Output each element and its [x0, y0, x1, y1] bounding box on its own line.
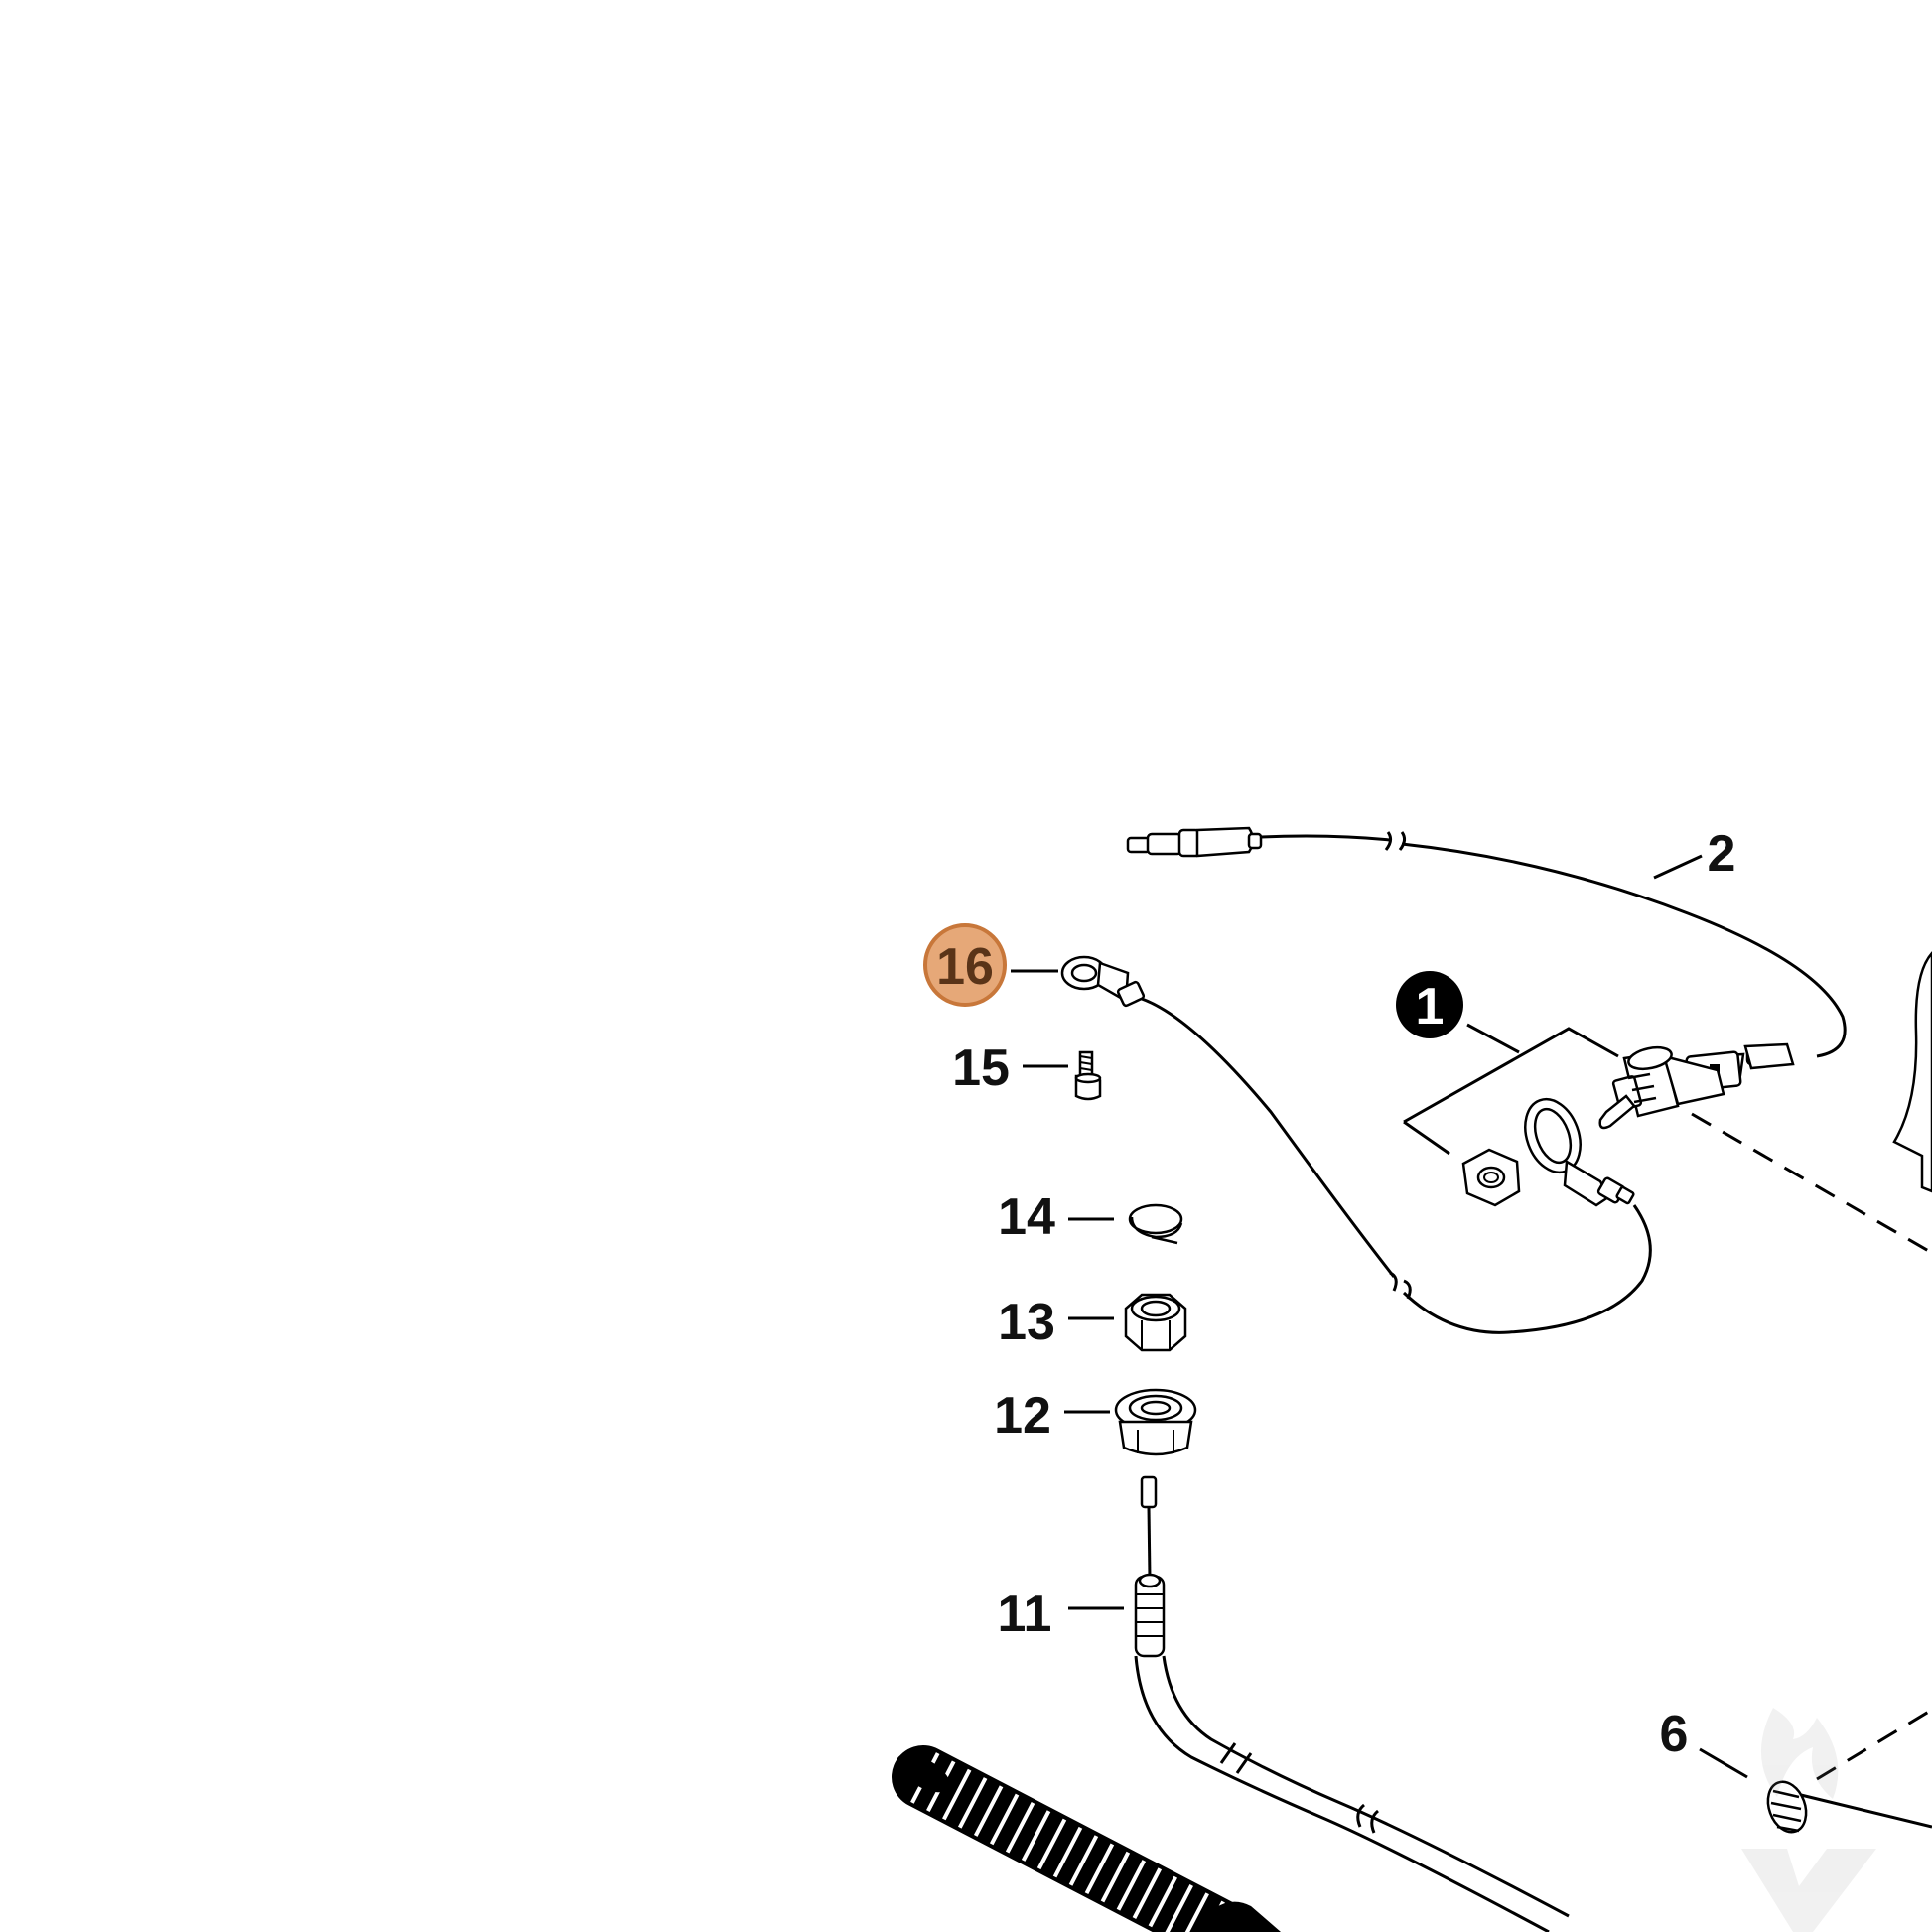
watermark-logo: [1741, 1708, 1876, 1932]
callout-1-label: 1: [1416, 978, 1445, 1035]
part-2-wire-assembly: [1126, 826, 1847, 1092]
callout-16[interactable]: 16: [923, 923, 1007, 1007]
callout-6-label[interactable]: 6: [1660, 1706, 1689, 1763]
callout-14-label[interactable]: 14: [998, 1188, 1055, 1246]
part-11-cable: [1134, 1475, 1570, 1932]
housing-fragment: [1892, 951, 1932, 1193]
callout-13-label[interactable]: 13: [998, 1294, 1055, 1351]
part-15-screw: [1074, 1050, 1102, 1101]
callout-11-label[interactable]: 11: [998, 1586, 1052, 1643]
part-13-hex-nut: [1124, 1293, 1187, 1352]
part-12-flange-nut: [1114, 1388, 1197, 1456]
part-16-ring-terminal: [1060, 955, 1146, 1008]
callout-2-label[interactable]: 2: [1708, 825, 1736, 883]
callout-16-label: 16: [936, 938, 994, 996]
part-1-switch-assembly: [1461, 1045, 1932, 1255]
corrugated-tube: [892, 1745, 1281, 1932]
callout-leaders: [1011, 854, 1748, 1779]
ground-wire: [1141, 997, 1652, 1334]
callout-15-label[interactable]: 15: [952, 1039, 1010, 1097]
part-14-spring-washer: [1128, 1203, 1183, 1245]
part-6-spring: [1766, 1708, 1932, 1834]
callout-1[interactable]: 1: [1396, 971, 1463, 1038]
callout-12-label[interactable]: 12: [994, 1387, 1051, 1445]
